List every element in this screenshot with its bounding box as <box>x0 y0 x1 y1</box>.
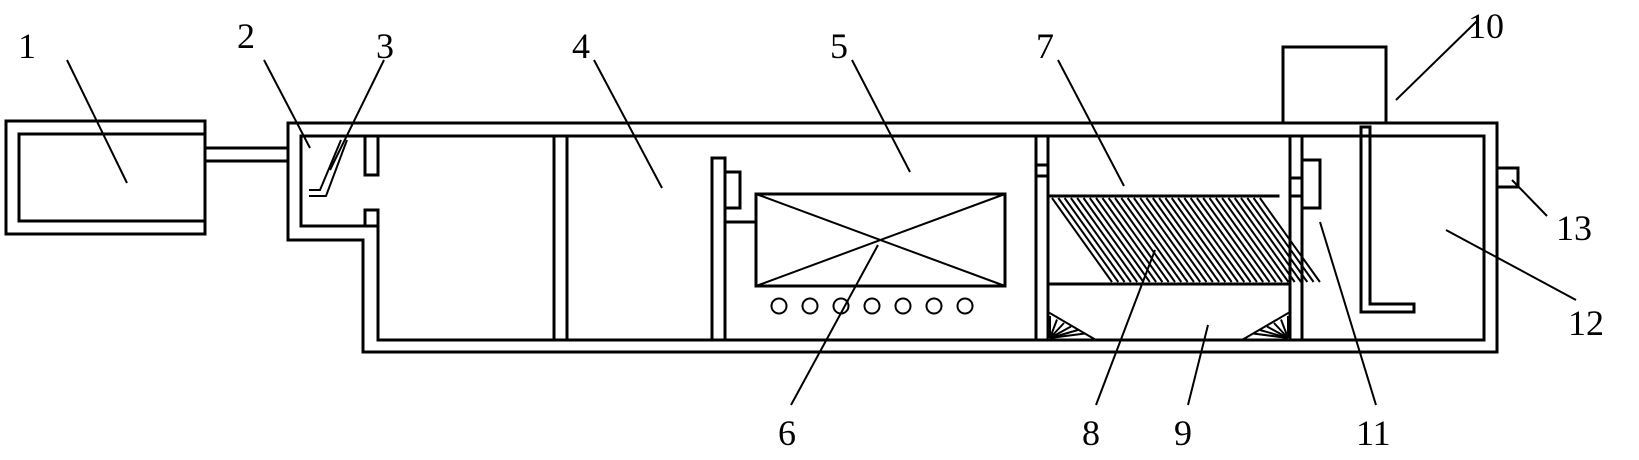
settler-hatch-line <box>1070 197 1132 283</box>
settler-hatch-line <box>1063 197 1126 283</box>
label-11: 11 <box>1356 413 1391 453</box>
aerator-circle <box>956 297 974 315</box>
aerator-circle <box>925 297 943 315</box>
outlet-pipe-13 <box>1495 166 1520 189</box>
settler-hatch-line <box>1164 197 1227 283</box>
aerator-circle <box>801 297 819 315</box>
leader-lines <box>66 19 1577 406</box>
aerator-row <box>770 297 974 315</box>
label-6: 6 <box>778 413 796 453</box>
settler-hatch-line <box>1107 197 1170 283</box>
partition-wall-a <box>552 134 569 342</box>
settler-hatch-line <box>1139 197 1202 283</box>
main-vessel-outer <box>286 121 1499 354</box>
label-13: 13 <box>1556 208 1592 248</box>
settler-hatch-line <box>1177 197 1239 283</box>
inlet-baffle <box>299 134 380 228</box>
settler-hatch-line <box>1183 197 1246 283</box>
settler-hatch-line <box>1189 197 1252 283</box>
chamber-7-inlet-stub <box>1034 163 1050 178</box>
aerator-circle <box>770 297 788 315</box>
label-7: 7 <box>1036 26 1054 66</box>
settler-hatch-line <box>1246 197 1309 283</box>
label-8: 8 <box>1082 413 1100 453</box>
inlet-pipe <box>203 146 290 163</box>
settler-hatch-line <box>1214 197 1277 283</box>
main-vessel-inner <box>299 134 1486 342</box>
settler-hatch-line <box>1202 197 1265 283</box>
hopper-hatch-line <box>1049 332 1086 339</box>
hopper-hatch-line <box>1049 319 1058 339</box>
label-1: 1 <box>18 26 36 66</box>
settler-hatch-line <box>1221 197 1283 283</box>
settler-hatch-line <box>1076 197 1139 283</box>
screen-3 <box>309 139 348 197</box>
outlet-weir-11 <box>1288 158 1322 210</box>
label-2: 2 <box>237 16 255 56</box>
label-5: 5 <box>830 26 848 66</box>
settler-hatch-line <box>1208 197 1271 283</box>
label-10: 10 <box>1468 6 1504 46</box>
settler-hatch-line <box>1057 197 1120 283</box>
settler-hatch-line <box>1082 197 1145 283</box>
settler-hatch-line <box>1133 197 1195 283</box>
sludge-hopper-9 <box>1047 310 1291 341</box>
hopper-hatch-line <box>1049 322 1065 339</box>
settler-hatch-line <box>1101 197 1164 283</box>
media-box-6 <box>754 192 1007 288</box>
label-12: 12 <box>1568 303 1604 343</box>
part-labels: 1 2 3 4 5 6 7 8 9 10 11 12 13 <box>18 6 1604 453</box>
settler-hatch-lines <box>1051 197 1321 283</box>
settler-hatch-line <box>1114 197 1176 283</box>
label-3: 3 <box>376 26 394 66</box>
aerator-circle <box>863 297 881 315</box>
aerator-circle <box>894 297 912 315</box>
label-4: 4 <box>572 26 590 66</box>
settler-hatch-line <box>1240 197 1302 283</box>
settler-hatch-line <box>1126 197 1189 283</box>
settler-hatch-line <box>1252 197 1315 283</box>
settler-hatch-line <box>1259 197 1321 283</box>
settler-hatch-line <box>1196 197 1258 283</box>
settler-hatch-line <box>1233 197 1296 283</box>
tube-settler-8 <box>1046 194 1321 286</box>
hopper-hatch-line <box>1252 332 1289 339</box>
unit-10 <box>1281 45 1388 125</box>
drop-pipe <box>1359 125 1416 314</box>
hopper-hatch-line <box>1280 319 1289 339</box>
settler-hatch-line <box>1051 197 1113 283</box>
settler-hatch-line <box>1095 197 1157 283</box>
chamber-5-weir <box>710 156 758 342</box>
hopper-hatch-line <box>1273 322 1289 339</box>
settler-hatch-line <box>1227 197 1290 283</box>
partition-wall-c <box>1288 134 1304 342</box>
settler-hatch-line <box>1170 197 1233 283</box>
settler-hatch-line <box>1145 197 1208 283</box>
tank-1 <box>4 119 207 236</box>
settler-hatch-line <box>1088 197 1151 283</box>
settler-hatch-line <box>1120 197 1183 283</box>
settler-hatch-line <box>1151 197 1214 283</box>
settler-hatch-line <box>1158 197 1220 283</box>
partition-wall-b <box>1034 134 1050 342</box>
label-9: 9 <box>1174 413 1192 453</box>
